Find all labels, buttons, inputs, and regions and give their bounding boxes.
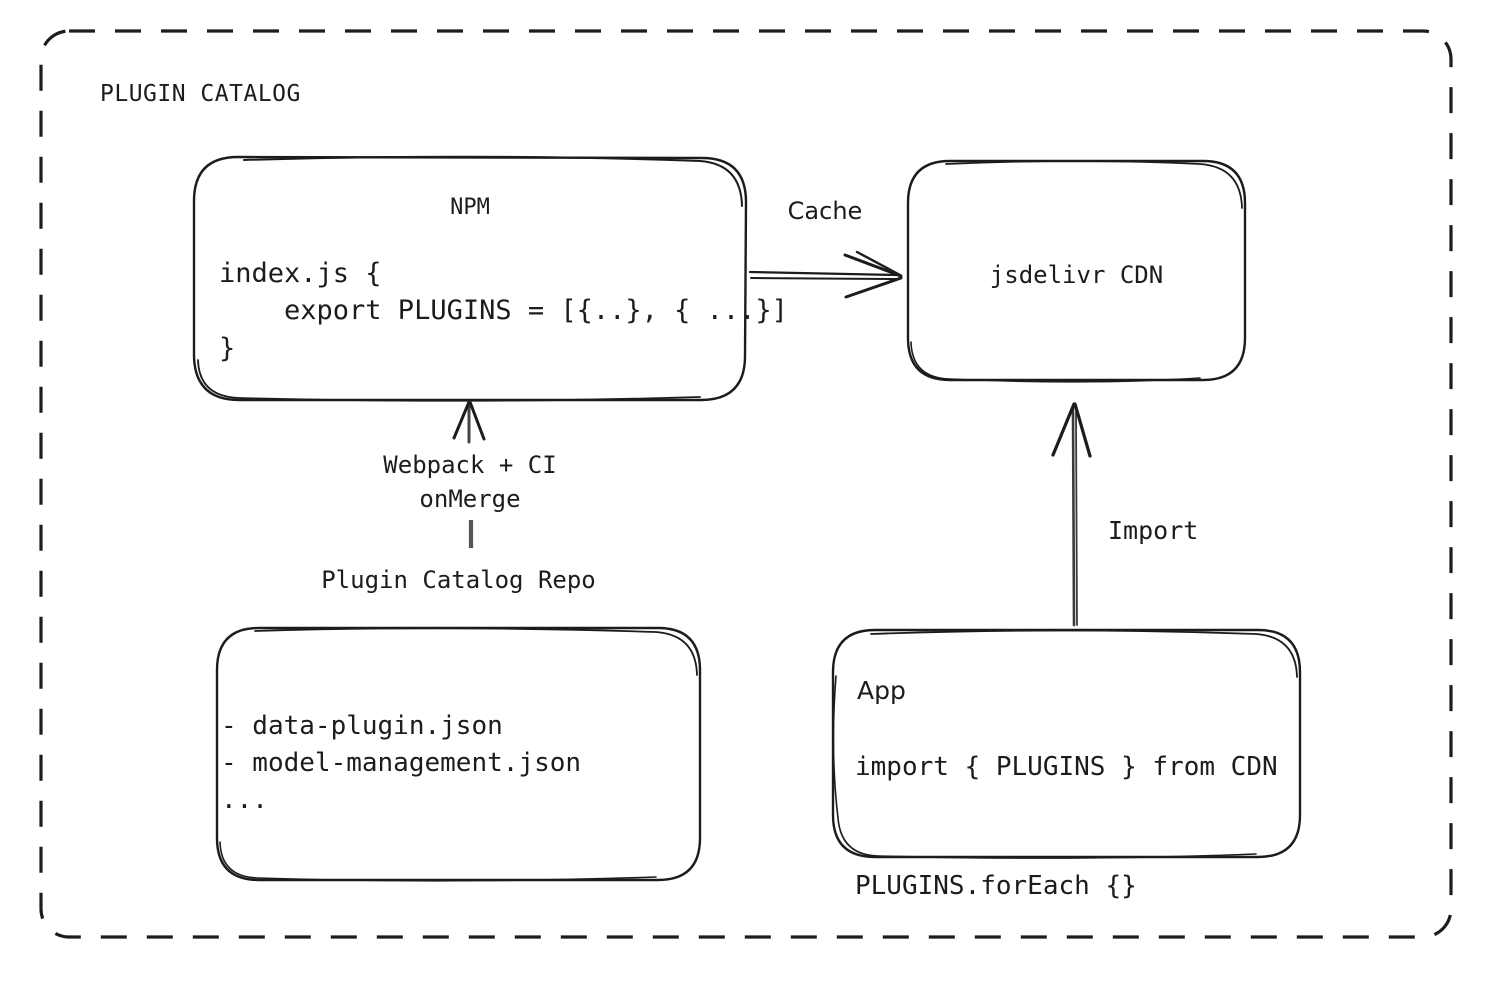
- app-node-code: import { PLUGINS } from CDN PLUGINS.forE…: [855, 752, 1278, 901]
- import-edge-label: Import: [1108, 516, 1199, 545]
- app-node-title: App: [857, 676, 906, 705]
- webpack-edge-label: Webpack + CI onMerge: [383, 451, 557, 514]
- cache-edge-label: Cache: [787, 197, 863, 225]
- npm-node-code: index.js { export PLUGINS = [{..}, { ...…: [219, 258, 788, 364]
- repo-node-label: Plugin Catalog Repo: [321, 566, 596, 594]
- repo-node-items: - data-plugin.json - model-management.js…: [221, 711, 582, 815]
- npm-node-title: NPM: [450, 195, 490, 220]
- cdn-node-title: jsdelivr CDN: [989, 261, 1164, 289]
- group-title: PLUGIN CATALOG: [100, 81, 301, 107]
- import-arrow: [1051, 402, 1092, 627]
